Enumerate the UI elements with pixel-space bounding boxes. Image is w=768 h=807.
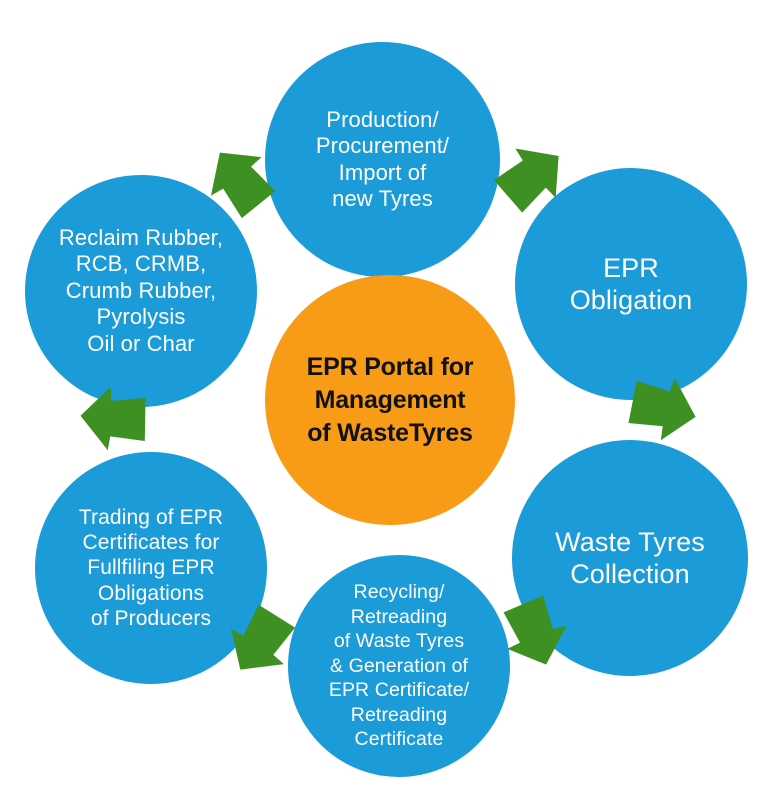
flow-arrow-reclaim-to-production-icon <box>187 127 290 230</box>
cycle-node-label: EPR Obligation <box>569 252 693 315</box>
flow-arrow-obligation-to-collection-icon <box>619 364 709 454</box>
cycle-node-trading-of-epr-certificates[interactable]: Trading of EPR Certificates for Fullfili… <box>35 452 267 684</box>
cycle-node-label: Trading of EPR Certificates for Fullfili… <box>78 506 224 630</box>
flow-arrow-production-to-obligation-icon <box>481 124 585 228</box>
flow-arrow-recycling-to-trading-icon <box>207 591 310 694</box>
cycle-hub-label: EPR Portal for Management of WasteTyres <box>306 352 474 447</box>
cycle-node-label: Production/ Procurement/ Import of new T… <box>315 106 450 211</box>
cycle-node-reclaim-rubber[interactable]: Reclaim Rubber, RCB, CRMB, Crumb Rubber,… <box>25 175 257 407</box>
cycle-hub-epr-portal[interactable]: EPR Portal for Management of WasteTyres <box>265 275 515 525</box>
flow-arrow-collection-to-recycling-icon <box>488 587 583 682</box>
cycle-node-production[interactable]: Production/ Procurement/ Import of new T… <box>265 42 500 277</box>
cycle-node-recycling-retreading[interactable]: Recycling/ Retreading of Waste Tyres & G… <box>288 555 510 777</box>
cycle-node-epr-obligation[interactable]: EPR Obligation <box>515 168 747 400</box>
flow-arrow-trading-to-reclaim-icon <box>74 379 153 458</box>
cycle-node-label: Reclaim Rubber, RCB, CRMB, Crumb Rubber,… <box>58 225 224 356</box>
cycle-node-label: Recycling/ Retreading of Waste Tyres & G… <box>328 581 470 751</box>
cycle-node-label: Waste Tyres Collection <box>555 526 705 589</box>
